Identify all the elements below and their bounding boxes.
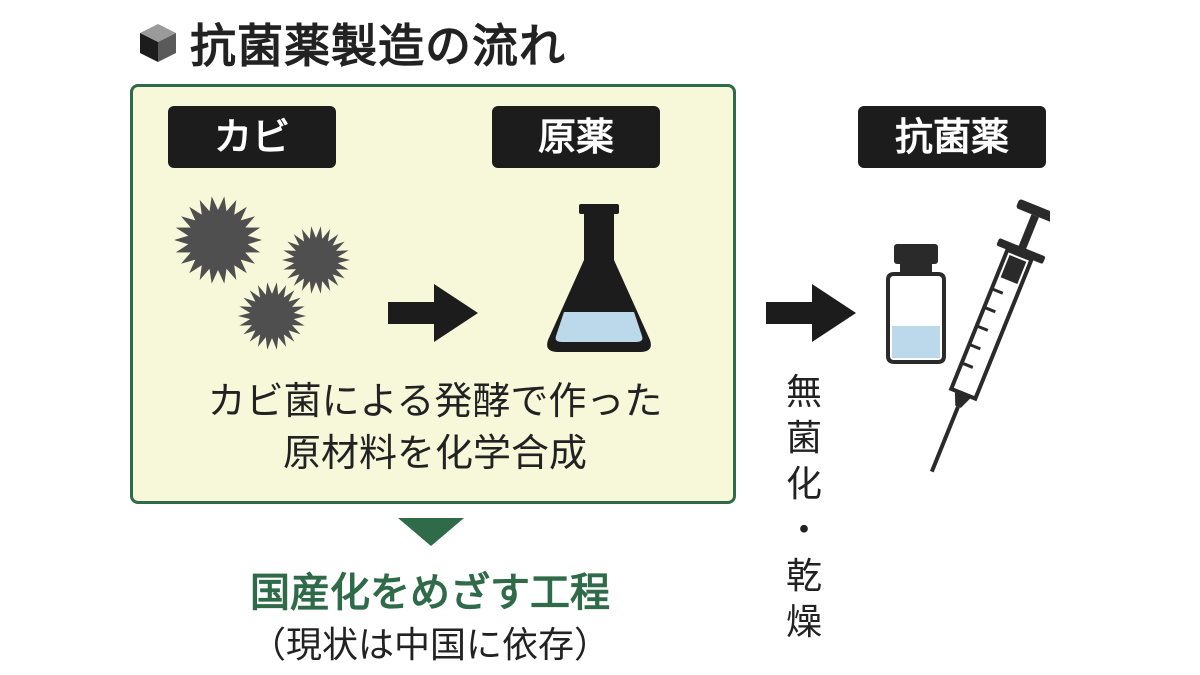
goal-heading: 国産化をめざす工程 — [250, 570, 610, 616]
panel-caption-line1: カビ菌による発酵で作った — [207, 379, 663, 423]
goal-note: （現状は中国に依存） — [249, 625, 610, 666]
flask-icon — [547, 204, 651, 352]
triangle-down-icon — [398, 518, 464, 546]
mold-spore-icon — [174, 196, 262, 284]
mold-spore-icon — [282, 226, 350, 294]
antibiotic-label: 抗菌薬 — [858, 106, 1046, 168]
panel-caption-line2: 原材料を化学合成 — [282, 431, 587, 475]
sterilize-dry-label: 無 菌 化 ・ 乾 燥 — [776, 370, 832, 646]
step-char: ・ — [785, 510, 822, 551]
mold-label: カビ — [168, 106, 336, 168]
arrow-right-icon — [766, 284, 856, 342]
raw-drug-label: 原薬 — [492, 106, 660, 168]
syringe-icon — [929, 199, 1050, 473]
vial-icon — [886, 244, 946, 364]
cube-icon — [140, 24, 176, 62]
mold-icon-group — [174, 196, 350, 350]
step-char: 菌 — [785, 418, 822, 459]
page-title: 抗菌薬製造の流れ — [190, 19, 566, 73]
step-char: 燥 — [785, 602, 822, 643]
step-char: 化 — [785, 464, 822, 505]
step-char: 乾 — [785, 556, 822, 597]
mold-spore-icon — [238, 282, 306, 350]
arrow-right-icon — [388, 284, 478, 342]
step-char: 無 — [785, 372, 822, 413]
